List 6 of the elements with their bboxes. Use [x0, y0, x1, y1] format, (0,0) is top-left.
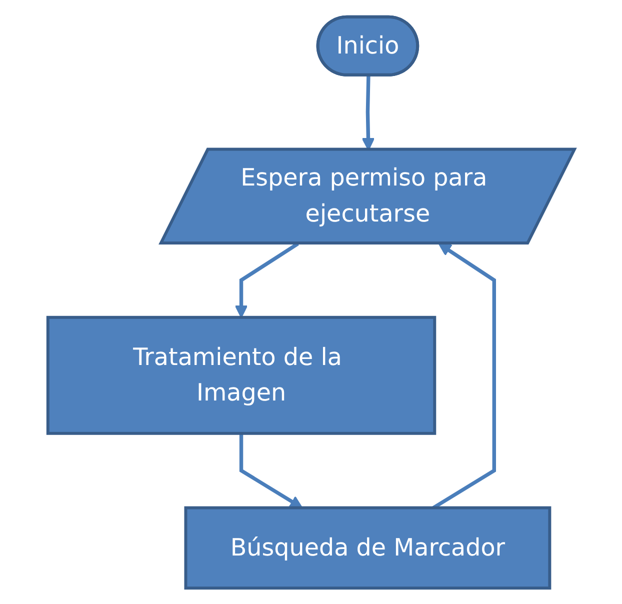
arrow	[239, 432, 302, 508]
node-box	[46, 315, 436, 434]
flowchart: Inicio Espera permiso para ejecutarse Tratamiento de la Imagen Búsqueda de Marcador	[36, 4, 586, 600]
arrow	[234, 242, 299, 318]
arrow	[432, 242, 496, 509]
node-box	[184, 506, 551, 590]
